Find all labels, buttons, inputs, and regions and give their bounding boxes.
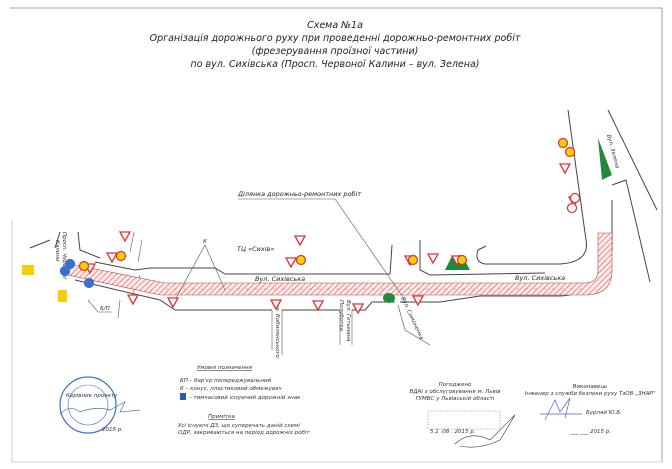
warning-sign-icon xyxy=(105,252,119,264)
approval-stamp xyxy=(427,410,501,430)
scheme-location: по вул. Сихівська (Просп. Червоної Калин… xyxy=(190,59,479,70)
legend: Умовні позначення БП – бар'єр попереджув… xyxy=(178,365,310,436)
warning-sign-icon xyxy=(166,297,180,309)
approval-heading: Погоджено xyxy=(439,382,472,388)
scheme-number: Схема №1а xyxy=(307,20,363,31)
executor-role: Інженер з служби безпеки руху ТзОВ „ЗНАР… xyxy=(525,391,656,397)
legend-item-cone: К – конус, пластиковий обмежувач xyxy=(180,386,282,392)
avenue-label-2: Калини xyxy=(54,240,60,262)
executor-name: Бурляй Ю.Б. xyxy=(586,410,622,416)
warning-sign-icon xyxy=(118,231,132,243)
speed-limit-sign-icon xyxy=(78,260,90,272)
road-signs xyxy=(22,137,581,315)
barrier-leader xyxy=(87,299,112,313)
work-area-hatched xyxy=(67,232,613,296)
green-island-symonenka xyxy=(383,293,395,303)
warning-sign-icon xyxy=(351,303,365,315)
detour-sign-icon xyxy=(58,290,67,302)
street-label-main-right: Вул. Сихівська xyxy=(515,274,565,282)
speed-limit-sign-icon xyxy=(456,254,468,266)
company-stamp-inner xyxy=(67,384,109,426)
legend-item-sign: – тимчасовий існуючий дорожній знак xyxy=(189,395,301,401)
street-label-symonenka: Вул. Симоненка xyxy=(399,296,424,341)
company-stamp xyxy=(59,376,117,434)
executor-block: Виконавець Інженер з служби безпеки руху… xyxy=(525,384,656,435)
warning-sign-icon xyxy=(269,299,283,311)
warning-sign-icon xyxy=(411,295,425,307)
avenue-label-1: Просп. Червоної xyxy=(61,232,67,280)
project-lead-block: Керівник проекту 2015 р. xyxy=(59,376,141,434)
project-lead-signature xyxy=(59,401,141,415)
approval-org-1: ВДАІ з обслуговування м. Львів xyxy=(409,389,500,395)
cone-lines xyxy=(174,244,226,301)
temporary-sign-icon xyxy=(180,393,186,400)
note-line-1: Усі існуючі ДЗ, що суперечать даній схем… xyxy=(178,423,300,429)
speed-limit-sign-icon xyxy=(407,254,419,266)
temporary-sign-icon xyxy=(59,265,71,277)
warning-sign-icon xyxy=(126,294,140,306)
executor-date: ___ ___ 2015 р. xyxy=(569,429,611,435)
warning-sign-icon xyxy=(284,257,298,269)
approval-signature xyxy=(454,414,516,448)
warning-sign-icon xyxy=(311,300,325,312)
green-island-zelena xyxy=(598,138,612,180)
street-label-polubotka-1: Вул. Гетьмана xyxy=(345,300,351,342)
street-label-polubotka-2: Полуботка xyxy=(338,300,344,332)
warning-sign-icon xyxy=(558,163,572,175)
warning-sign-icon xyxy=(293,235,307,247)
scheme-title: Організація дорожнього руху при проведен… xyxy=(150,33,521,44)
note-heading: Примітка xyxy=(208,414,235,420)
callout-leader xyxy=(238,198,406,301)
street-label-main-left: Вул. Сихівська xyxy=(255,275,305,283)
legend-item-barrier: БП – бар'єр попереджувальний xyxy=(180,378,272,384)
work-area-callout: Ділянка дорожньо-ремонтних робіт xyxy=(237,190,361,198)
street-label-kobylianskoho: Вул. Кобилянського xyxy=(274,300,280,359)
note-line-2: ОДР, закриваються на період дорожніх роб… xyxy=(178,430,310,436)
speed-limit-sign-icon xyxy=(566,202,578,214)
speed-limit-sign-icon xyxy=(115,250,127,262)
executor-signature xyxy=(540,397,582,421)
speed-limit-sign-icon xyxy=(564,146,576,158)
approval-org-2: ГУМВС у Львівській області xyxy=(416,396,495,402)
warning-sign-icon xyxy=(426,253,440,265)
project-lead-heading: Керівник проекту xyxy=(66,393,118,399)
mall-label: ТЦ «Сихів» xyxy=(237,245,274,253)
approval-block: Погоджено ВДАІ з обслуговування м. Львів… xyxy=(409,382,516,448)
detour-sign-icon xyxy=(22,265,34,275)
temporary-sign-icon xyxy=(64,258,76,270)
speed-limit-sign-icon xyxy=(569,192,581,204)
legend-heading: Умовні позначення xyxy=(197,365,253,371)
project-lead-date: 2015 р. xyxy=(102,427,123,433)
title-block: Схема №1а Організація дорожнього руху пр… xyxy=(150,20,521,70)
cone-label: К xyxy=(203,239,208,245)
speed-limit-sign-icon xyxy=(295,254,307,266)
approval-date: 5.1 .08 . 2015 р. xyxy=(430,429,476,435)
speed-limit-sign-icon xyxy=(557,137,569,149)
temporary-sign-icon xyxy=(83,277,95,289)
executor-heading: Виконавець xyxy=(573,384,608,390)
barrier-label: Б/П xyxy=(100,306,110,312)
scheme-subtitle: (фрезерування проїзної частини) xyxy=(252,46,419,57)
